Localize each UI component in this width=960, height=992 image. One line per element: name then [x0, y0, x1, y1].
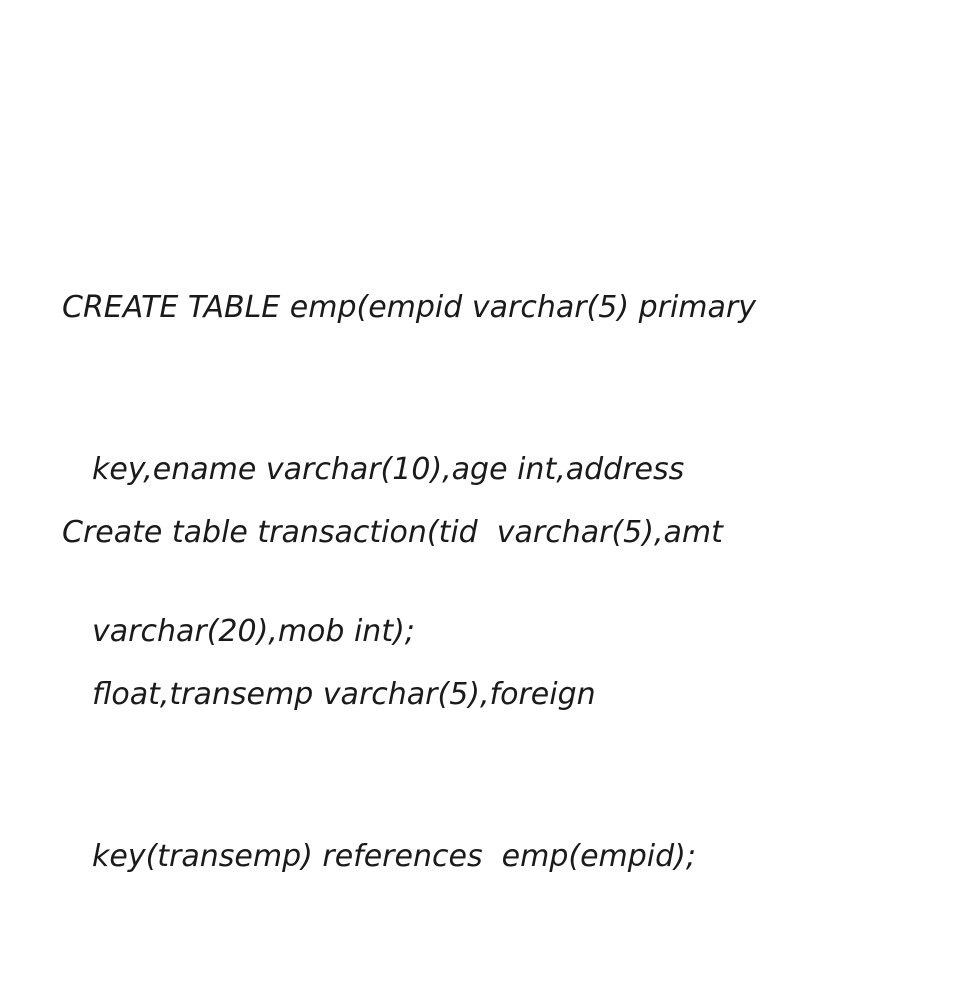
statement-line: varchar(20),mob int);: [92, 614, 415, 649]
statement-line: Create table transaction(tid varchar(5),…: [62, 515, 723, 550]
statement-line: CREATE TABLE emp(empid varchar(5) primar…: [62, 290, 756, 325]
slide: CREATE TABLE emp(empid varchar(5) primar…: [62, 290, 756, 874]
sql-create-emp-statement: CREATE TABLE emp(empid varchar(5) primar…: [62, 173, 882, 767]
statement-line: key,ename varchar(10),age int,address: [92, 452, 685, 487]
sql-create-transaction-statement: Create table transaction(tid varchar(5),…: [62, 398, 882, 992]
statement-line: key(transemp) references emp(empid);: [92, 839, 696, 874]
statement-line: float,transemp varchar(5),foreign: [92, 677, 596, 712]
